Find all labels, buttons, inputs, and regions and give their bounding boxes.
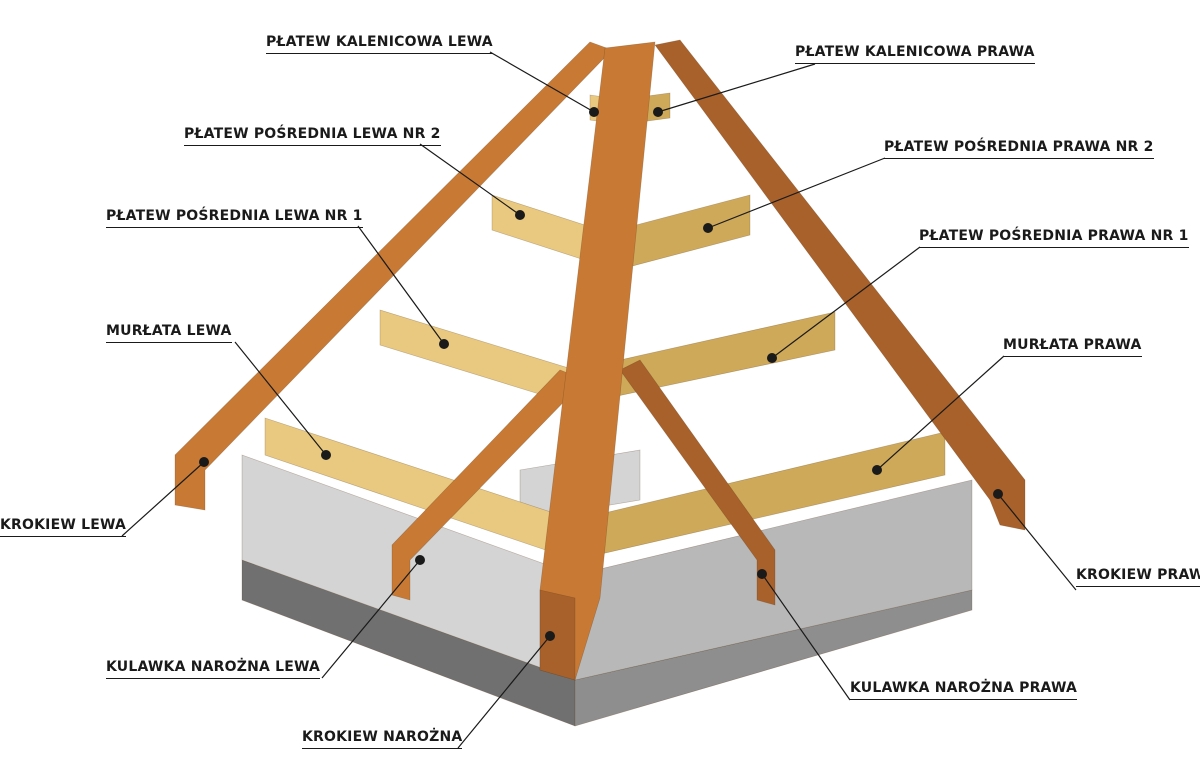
dot-jack-left <box>415 555 425 565</box>
dot-wallplate-right <box>872 465 882 475</box>
rafter-left <box>174 41 613 511</box>
purlin-right-2 <box>624 194 751 269</box>
dot-mid-right-2 <box>703 223 713 233</box>
dot-rafter-left <box>199 457 209 467</box>
leader-wallplate-left <box>234 341 327 456</box>
hip-rafter-end <box>539 589 576 681</box>
foundation-base-right-face <box>574 589 973 727</box>
label-ridge-right: PŁATEW KALENICOWA PRAWA <box>795 44 1035 64</box>
leader-rafter-left <box>121 461 205 537</box>
label-wallplate-left: MURŁATA LEWA <box>106 323 232 343</box>
leader-hip-rafter <box>457 635 551 749</box>
dot-wallplate-left <box>321 450 331 460</box>
label-mid-right-2: PŁATEW POŚREDNIA PRAWA NR 2 <box>884 139 1154 159</box>
leader-mid-left-2 <box>419 143 521 216</box>
leader-lines <box>121 51 1077 749</box>
label-rafter-left: KROKIEW LEWA <box>0 517 127 537</box>
dot-ridge-right <box>653 107 663 117</box>
dot-mid-left-2 <box>515 210 525 220</box>
leader-ridge-left <box>489 51 595 113</box>
dot-ridge-left <box>589 107 599 117</box>
dot-mid-right-1 <box>767 353 777 363</box>
leader-mid-right-1 <box>771 246 921 359</box>
label-wallplate-right: MURŁATA PRAWA <box>1003 337 1142 357</box>
label-jack-right: KULAWKA NAROŻNA PRAWA <box>850 680 1078 700</box>
jack-rafter-right <box>619 359 776 606</box>
dot-mid-left-1 <box>439 339 449 349</box>
leader-mid-right-2 <box>707 157 886 229</box>
leader-dots <box>199 107 1003 641</box>
jack-rafter-left <box>391 369 586 601</box>
label-mid-left-1: PŁATEW POŚREDNIA LEWA NR 1 <box>106 208 363 228</box>
leader-ridge-right <box>657 63 816 113</box>
leader-jack-right <box>761 573 851 701</box>
rafter-right <box>654 39 1026 531</box>
dot-rafter-right <box>993 489 1003 499</box>
label-jack-left: KULAWKA NAROŻNA LEWA <box>106 659 321 679</box>
label-ridge-left: PŁATEW KALENICOWA LEWA <box>266 34 493 54</box>
label-mid-right-1: PŁATEW POŚREDNIA PRAWA NR 1 <box>919 228 1189 248</box>
leader-wallplate-right <box>876 355 1005 471</box>
leader-jack-left <box>321 559 421 679</box>
dot-jack-right <box>757 569 767 579</box>
leader-mid-left-1 <box>357 225 445 345</box>
label-mid-left-2: PŁATEW POŚREDNIA LEWA NR 2 <box>184 126 441 146</box>
label-hip-rafter: KROKIEW NAROŻNA <box>302 729 463 749</box>
leader-rafter-right <box>997 493 1077 591</box>
label-rafter-right: KROKIEW PRAWA <box>1076 567 1200 587</box>
dot-hip-rafter <box>545 631 555 641</box>
